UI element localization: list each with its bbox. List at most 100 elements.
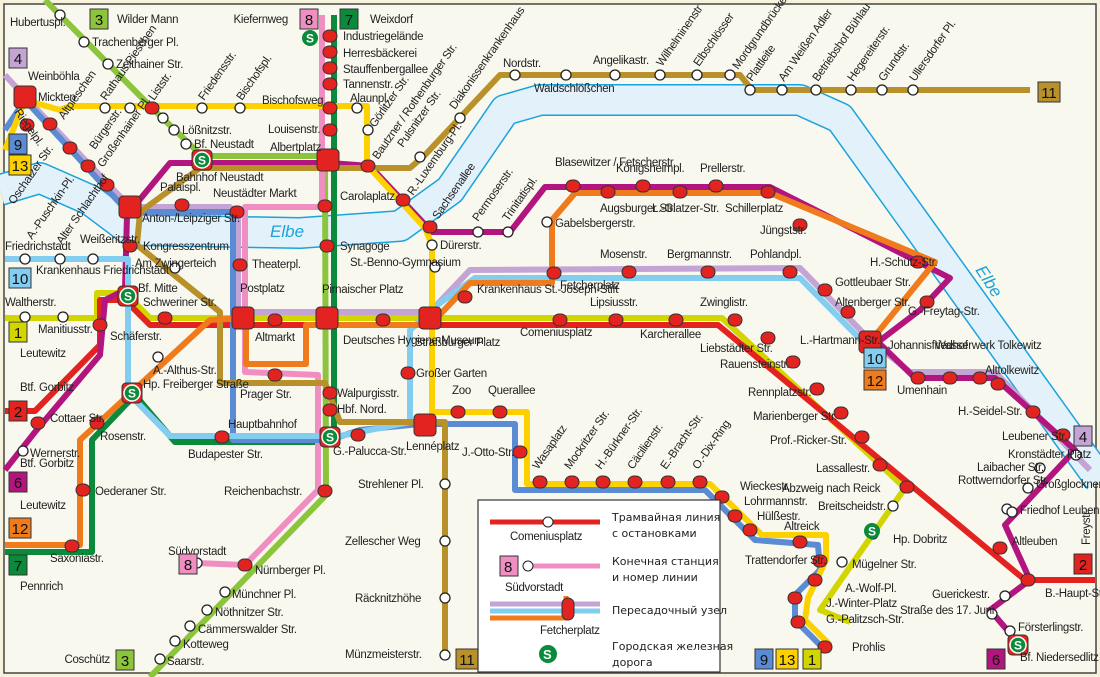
transfer-marker[interactable] <box>608 313 624 327</box>
stop-marker[interactable] <box>502 226 514 238</box>
transfer-marker[interactable] <box>122 239 138 253</box>
station[interactable]: Gabelsbergerstr. <box>541 216 636 230</box>
station[interactable]: Friedrichstadt <box>5 241 72 265</box>
terminus-line-13[interactable]: 13 <box>8 154 32 176</box>
line-number-badge[interactable] <box>8 400 28 422</box>
stop-marker[interactable] <box>234 102 246 114</box>
transfer-marker[interactable] <box>564 475 580 489</box>
station[interactable]: Waldschlößchen <box>534 69 615 95</box>
terminus-line-1[interactable]: 1 <box>802 648 822 670</box>
transfer-marker[interactable] <box>972 371 988 385</box>
station[interactable]: Zoo <box>450 385 471 419</box>
line-number-badge[interactable] <box>299 8 319 30</box>
station[interactable]: Prager Str. <box>240 368 292 401</box>
station[interactable]: A.-Wolf-Pl. <box>807 573 897 595</box>
transfer-marker[interactable] <box>668 313 684 327</box>
transfer-marker[interactable] <box>395 193 411 207</box>
stop-marker[interactable] <box>168 124 180 136</box>
stop-marker[interactable] <box>691 69 703 81</box>
station[interactable]: Lennéplatz <box>406 413 460 453</box>
station[interactable]: Breitscheidstr. <box>818 500 899 513</box>
line-number-badge[interactable] <box>1073 553 1093 575</box>
station[interactable]: G.-Palucca-Str. <box>333 428 407 458</box>
transfer-marker[interactable] <box>75 483 91 497</box>
transfer-marker[interactable] <box>1020 573 1036 587</box>
stop-marker[interactable] <box>99 102 111 114</box>
stop-marker[interactable] <box>654 69 666 81</box>
stop-marker[interactable] <box>509 69 521 81</box>
transfer-marker[interactable] <box>621 265 637 279</box>
transfer-marker[interactable] <box>62 141 78 155</box>
stop-marker[interactable] <box>414 151 426 163</box>
transfer-marker[interactable] <box>319 239 335 253</box>
station[interactable]: Carolaplatz <box>317 191 396 213</box>
station[interactable]: Dürerstr. <box>426 239 482 252</box>
station[interactable]: Guerickestr. <box>932 589 1011 602</box>
transfer-marker[interactable] <box>565 179 581 193</box>
transfer-marker[interactable] <box>812 554 828 568</box>
transfer-marker[interactable] <box>457 290 473 304</box>
station[interactable]: L.-Glatzer-Str. <box>652 185 719 215</box>
transfer-marker[interactable] <box>322 386 338 400</box>
line-number-badge[interactable] <box>802 648 822 670</box>
transfer-marker[interactable] <box>400 366 416 380</box>
station[interactable]: Krankenhaus St.-Joseph-Stift <box>457 284 620 304</box>
stop-marker[interactable] <box>609 69 621 81</box>
stop-marker[interactable] <box>87 253 99 265</box>
stop-marker[interactable] <box>744 84 756 96</box>
stop-marker[interactable] <box>439 649 451 661</box>
transfer-marker[interactable] <box>322 403 338 417</box>
station[interactable]: Lohrmannstr. <box>727 496 808 523</box>
hub-marker[interactable] <box>13 85 37 109</box>
station[interactable]: G.-Freytag-Str. <box>908 295 980 318</box>
terminus-line-8[interactable]: 8 <box>178 553 198 575</box>
station[interactable]: Tannenstr. <box>322 77 393 91</box>
line-number-badge[interactable] <box>754 648 774 670</box>
station[interactable]: Straße des 17. Juni <box>900 605 998 620</box>
line-number-badge[interactable] <box>8 471 28 493</box>
station[interactable]: Louisenstr. <box>268 123 338 137</box>
station[interactable]: Industriegelände <box>322 29 424 43</box>
stop-marker[interactable] <box>180 138 192 150</box>
stop-marker[interactable] <box>362 124 374 136</box>
transfer-marker[interactable] <box>157 311 173 325</box>
station[interactable]: Altleuben <box>992 536 1058 555</box>
transfer-marker[interactable] <box>19 118 35 132</box>
station[interactable]: Albertplatz <box>270 142 340 172</box>
station[interactable]: Hubertuspl. <box>10 9 66 29</box>
station[interactable]: Marienberger Str. <box>753 406 849 423</box>
stop-marker[interactable] <box>876 84 888 96</box>
station[interactable]: Rennplatzstr. <box>748 382 825 399</box>
station[interactable]: Postplatz <box>231 283 285 330</box>
station[interactable]: Budapester Str. <box>188 430 263 461</box>
station[interactable]: Weißeritzstr. <box>54 234 140 265</box>
station[interactable]: Lassallestr. <box>816 458 888 475</box>
transfer-marker[interactable] <box>229 205 245 219</box>
transfer-marker[interactable] <box>700 265 716 279</box>
transfer-marker[interactable] <box>782 265 798 279</box>
station[interactable]: Wernerstr. <box>17 445 80 460</box>
transfer-marker[interactable] <box>422 220 438 234</box>
transfer-marker[interactable] <box>760 331 776 345</box>
transfer-marker[interactable] <box>635 179 651 193</box>
station[interactable]: Rauensteinstr. <box>720 355 801 371</box>
station[interactable]: Herresbäckerei <box>322 45 417 60</box>
station[interactable]: Laibacher Str. <box>977 462 1046 474</box>
transfer-marker[interactable] <box>360 159 376 173</box>
station[interactable]: Palaispl. <box>160 182 201 212</box>
station[interactable]: Leubener Str. <box>1002 428 1071 443</box>
station[interactable]: Lipsiusstr. <box>590 297 638 327</box>
terminus-line-11[interactable]: 11 <box>455 648 479 670</box>
station[interactable]: Hbf. Nord. <box>322 403 387 417</box>
station[interactable]: Bischofsweg <box>262 95 338 115</box>
station[interactable]: Prof.-Ricker-Str. <box>770 430 870 447</box>
transfer-marker[interactable] <box>833 406 849 420</box>
station[interactable]: Wasserwerk Tolkewitz <box>935 340 1042 385</box>
transfer-marker[interactable] <box>512 445 528 459</box>
transfer-marker[interactable] <box>872 458 888 472</box>
transfer-marker[interactable] <box>30 416 46 430</box>
